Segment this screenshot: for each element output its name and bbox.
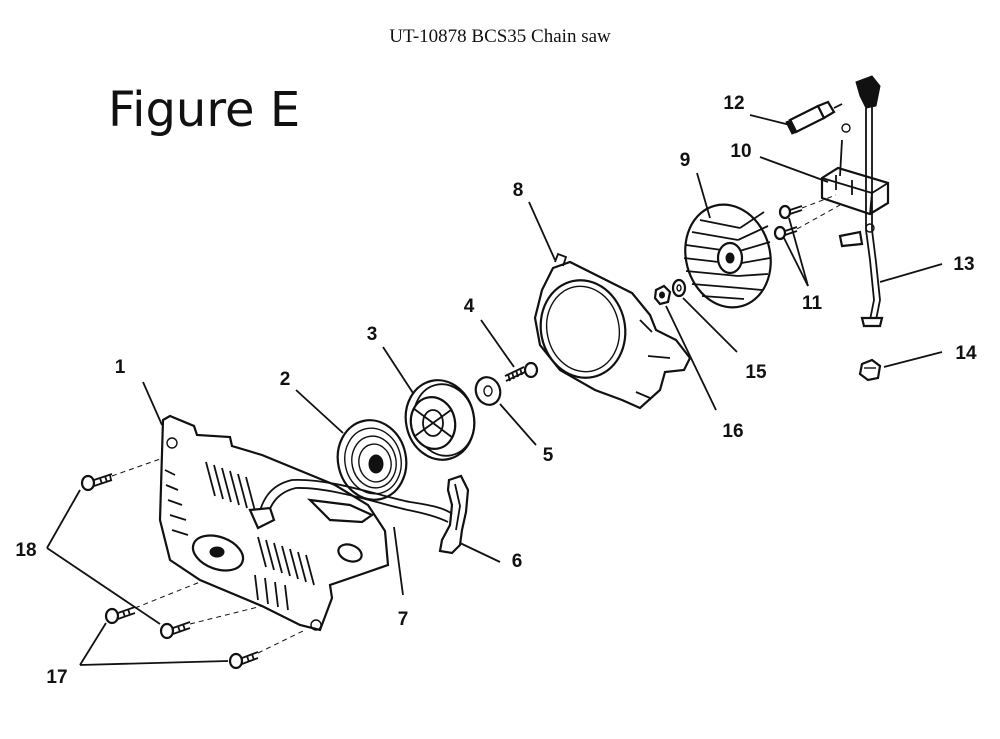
rope-pulley xyxy=(404,379,476,461)
pulley-screw xyxy=(504,361,539,382)
callout-15: 15 xyxy=(745,362,767,383)
recoil-starter-cover xyxy=(158,414,390,632)
callout-14: 14 xyxy=(955,343,977,364)
starter-handle xyxy=(438,474,470,555)
flywheel xyxy=(683,203,772,309)
spark-plug xyxy=(785,100,843,135)
callout-7: 7 xyxy=(398,609,409,630)
flywheel-nut xyxy=(653,284,672,306)
figure-label: Figure E xyxy=(108,82,301,138)
stop-nut xyxy=(858,358,882,382)
callout-labels: 1 2 3 4 5 6 7 8 9 10 11 12 13 14 15 16 1… xyxy=(15,93,977,688)
recoil-spring xyxy=(336,419,408,501)
callout-5: 5 xyxy=(543,445,554,466)
leader-lines xyxy=(46,114,943,666)
callout-8: 8 xyxy=(513,180,524,201)
callout-12: 12 xyxy=(723,93,744,114)
assembly-guide-lines xyxy=(111,194,841,654)
lower-cover-screws xyxy=(104,606,259,670)
callout-9: 9 xyxy=(680,150,691,171)
upper-cover-screws xyxy=(80,473,191,640)
fan-housing xyxy=(533,252,692,410)
callout-17: 17 xyxy=(46,667,67,688)
callout-16: 16 xyxy=(722,421,743,442)
callout-11: 11 xyxy=(802,293,823,314)
callout-6: 6 xyxy=(512,551,523,572)
callout-13: 13 xyxy=(953,254,974,275)
callout-1: 1 xyxy=(115,357,126,378)
starter-rope xyxy=(248,478,453,530)
callout-3: 3 xyxy=(367,324,378,345)
callout-2: 2 xyxy=(280,369,291,390)
document-title: UT-10878 BCS35 Chain saw xyxy=(389,26,611,47)
lock-washer xyxy=(671,278,687,298)
callout-10: 10 xyxy=(730,141,751,162)
callout-4: 4 xyxy=(464,296,475,317)
callout-18: 18 xyxy=(15,540,36,561)
ignition-lead xyxy=(838,75,884,328)
ignition-module xyxy=(820,123,890,216)
washer xyxy=(474,376,502,406)
module-screws xyxy=(773,204,803,241)
